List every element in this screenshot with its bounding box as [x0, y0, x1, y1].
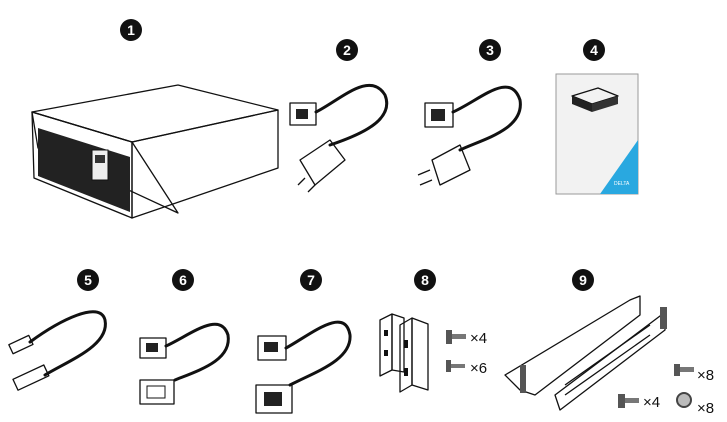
- svg-text:3: 3: [486, 42, 494, 58]
- item-badge-9: 9: [572, 269, 594, 291]
- svg-text:8: 8: [421, 272, 429, 288]
- item-badge-3: 3: [479, 39, 501, 61]
- rack-brackets: [379, 313, 466, 393]
- power-cord-3: [417, 85, 522, 186]
- quick-guide-manual: DELTA: [555, 73, 639, 195]
- usb-cable: [8, 310, 107, 391]
- item-badge-1: 1: [120, 19, 142, 41]
- item-badge-8: 8: [414, 269, 436, 291]
- flat-screw-icon: [674, 364, 694, 376]
- rail-kit: [504, 295, 694, 411]
- washer-icon: [676, 392, 692, 408]
- power-cord-2: [289, 83, 389, 193]
- svg-text:9: 9: [579, 272, 587, 288]
- screw-icon: [618, 394, 639, 408]
- iec-c13-c14-cable: [139, 322, 230, 405]
- qty-bracket-screw-a: ×4: [470, 330, 487, 347]
- ups-unit: [31, 84, 279, 219]
- iec-c19-c20-cable: [255, 320, 352, 414]
- svg-text:5: 5: [84, 272, 92, 288]
- svg-text:DELTA: DELTA: [614, 181, 630, 187]
- screw-icon: [446, 330, 466, 344]
- svg-text:6: 6: [179, 272, 187, 288]
- item-badge-2: 2: [336, 39, 358, 61]
- svg-text:1: 1: [127, 22, 135, 38]
- flat-screw-icon: [446, 360, 465, 372]
- qty-bracket-screw-b: ×6: [470, 360, 487, 377]
- qty-rail-washer: ×8: [697, 400, 714, 417]
- qty-rail-flat-screw: ×8: [697, 367, 714, 384]
- svg-text:7: 7: [307, 272, 315, 288]
- item-badge-5: 5: [77, 269, 99, 291]
- item-badge-7: 7: [300, 269, 322, 291]
- svg-text:4: 4: [590, 42, 598, 58]
- item-badge-4: 4: [583, 39, 605, 61]
- item-badge-6: 6: [172, 269, 194, 291]
- svg-text:2: 2: [343, 42, 351, 58]
- qty-rail-screw: ×4: [643, 394, 660, 411]
